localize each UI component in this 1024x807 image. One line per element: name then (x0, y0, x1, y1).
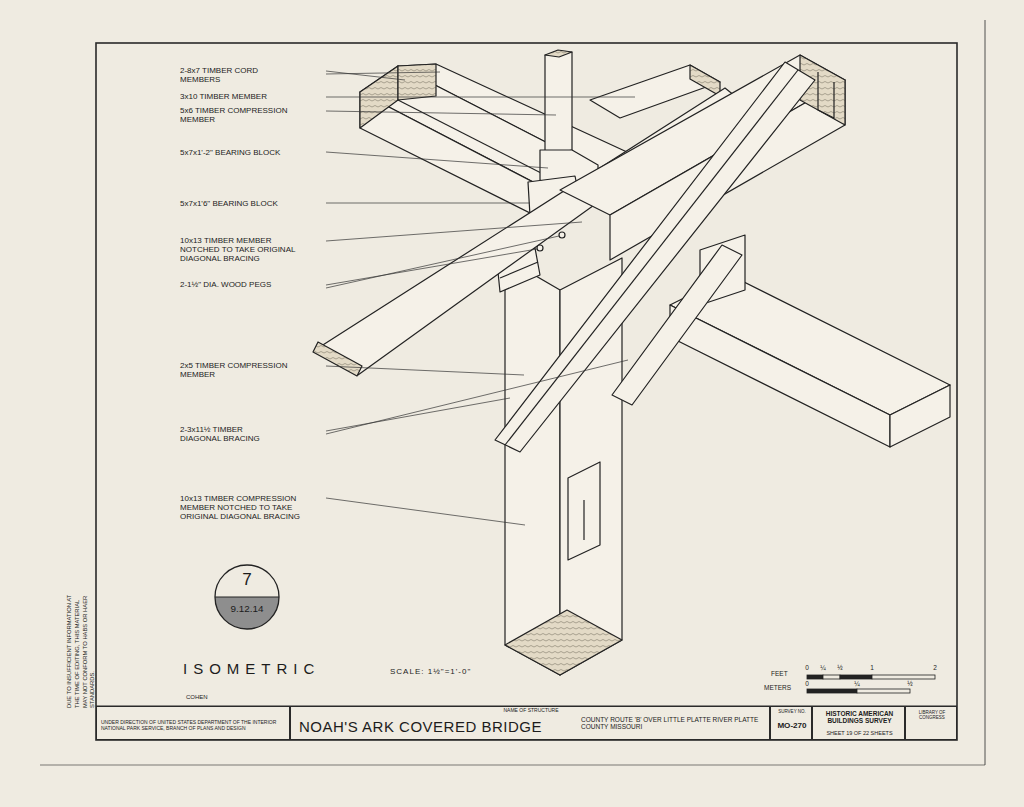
field-heading: NAME OF STRUCTURE (441, 708, 621, 714)
scale-bar (857, 689, 910, 693)
scale-bar (807, 675, 823, 679)
circle-half-fill (215, 597, 279, 629)
callout-label: 3x10 TIMBER MEMBER (180, 92, 320, 101)
field-heading: SURVEY NO. (772, 709, 812, 714)
scale-unit: FEET (771, 670, 801, 677)
leader-line (326, 360, 628, 434)
leader-line (326, 366, 524, 375)
sheet-border (40, 20, 985, 765)
scale-bar (807, 689, 857, 693)
leader-line (326, 498, 525, 525)
survey-number: MO-270 (772, 721, 812, 730)
scale-unit: METERS (764, 684, 804, 691)
timber-member (690, 65, 720, 96)
leader-line (326, 71, 635, 525)
sheet-border (40, 765, 985, 766)
timber-member (583, 500, 584, 540)
scale-note: SCALE: 1½"=1'-0" (390, 667, 540, 676)
scale-bar (823, 675, 840, 679)
timber-member (505, 70, 798, 445)
sheet-border (96, 43, 957, 740)
timber-member (495, 62, 815, 452)
callout-label: 10x13 TIMBER COMPRESSION MEMBER NOTCHED … (180, 494, 312, 522)
survey-name-cell: HISTORIC AMERICAN BUILDINGS SURVEY SHEET … (812, 706, 905, 740)
timber-member (505, 610, 622, 675)
leader-line (326, 72, 440, 74)
delineator-name: COHEN (186, 694, 246, 701)
sheet-number: SHEET 19 OF 22 SHEETS (816, 730, 903, 736)
leader-line (326, 222, 582, 241)
library-text: LIBRARY OF CONGRESS (908, 710, 956, 720)
scale-number: ¼ (817, 664, 829, 671)
timber-member (670, 305, 890, 447)
detail-number: 7 (214, 570, 280, 590)
leader-line (326, 111, 556, 115)
callout-label: 10x13 TIMBER MEMBER NOTCHED TO TAKE ORIG… (180, 236, 312, 264)
structure-name-cell: NAME OF STRUCTURE NOAH'S ARK COVERED BRID… (290, 706, 770, 740)
timber-member (545, 50, 572, 57)
leader-line (326, 71, 405, 80)
detail-callout-circle: 7 9.12.14 (214, 564, 280, 630)
scale-bar (872, 675, 935, 679)
leader-line (326, 203, 530, 204)
scale-number: 0 (801, 664, 813, 671)
survey-number-cell: SURVEY NO. MO-270 (770, 706, 812, 740)
timber-member (890, 385, 950, 447)
scale-bar (807, 675, 935, 693)
agency-cell: UNDER DIRECTION OF UNITED STATES DEPARTM… (96, 706, 290, 740)
scale-number: ½ (904, 680, 916, 687)
circle-divider (215, 597, 279, 598)
callout-label: 5x6 TIMBER COMPRESSION MEMBER (180, 106, 305, 124)
library-cell: LIBRARY OF CONGRESS (905, 706, 957, 740)
timber-member (545, 52, 572, 155)
sheet-border (985, 20, 986, 765)
location-text: COUNTY ROUTE 'B' OVER LITTLE PLATTE RIVE… (581, 716, 766, 731)
scale-number: ½ (834, 664, 846, 671)
scale-number: 0 (801, 680, 813, 687)
callout-label: 5x7x1'6" BEARING BLOCK (180, 199, 320, 208)
structure-name: NOAH'S ARK COVERED BRIDGE (299, 718, 579, 735)
scale-bar (840, 675, 872, 679)
leader-line (326, 236, 559, 288)
timber-member (537, 245, 543, 251)
view-title: ISOMETRIC (183, 660, 383, 677)
callout-label: 2x5 TIMBER COMPRESSION MEMBER (180, 361, 305, 379)
scale-number: 2 (929, 664, 941, 671)
sheet-date: 9.12.14 (214, 603, 280, 614)
margin-note: DUE TO INSUFFICIENT INFORMATION AT THE T… (66, 590, 97, 708)
callout-label: 2-8x7 TIMBER CORD MEMBERS (180, 66, 275, 84)
timber-member (568, 462, 600, 560)
timber-member (313, 342, 362, 376)
timber-member (818, 72, 834, 118)
leader-line (326, 249, 537, 285)
timber-member (559, 232, 565, 238)
timber-member (313, 50, 950, 675)
callout-label: 2-1½" DIA. WOOD PEGS (180, 280, 320, 289)
timber-member (505, 258, 560, 675)
survey-name: HISTORIC AMERICAN BUILDINGS SURVEY (816, 710, 903, 725)
circle-outline (215, 565, 279, 629)
callout-label: 5x7x1'-2" BEARING BLOCK (180, 148, 320, 157)
leader-line (326, 398, 510, 431)
leader-line (326, 97, 635, 98)
callout-label: 2-3x11½ TIMBER DIAGONAL BRACING (180, 425, 272, 443)
leader-line (326, 152, 548, 168)
agency-text: UNDER DIRECTION OF UNITED STATES DEPARTM… (101, 720, 287, 732)
scale-number: ¼ (851, 680, 863, 687)
scale-number: 1 (866, 664, 878, 671)
timber-member (398, 64, 436, 100)
